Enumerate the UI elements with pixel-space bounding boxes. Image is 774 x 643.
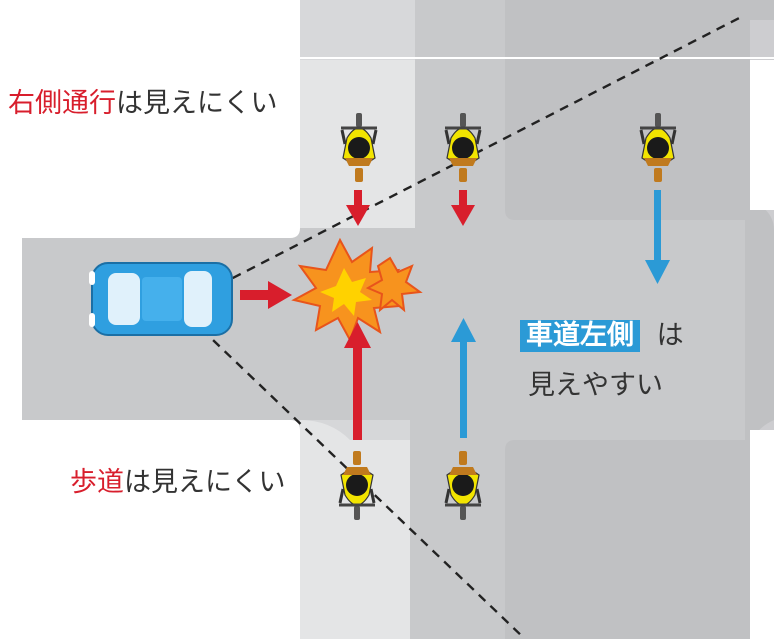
- collision-burst-icon: [291, 237, 423, 343]
- arrow-icon: [346, 190, 475, 226]
- arrow-icon: [344, 322, 371, 440]
- label-left-side: 車道左側 は: [520, 320, 684, 352]
- label-right-side-emphasis: 右側通行: [8, 88, 116, 119]
- car-icon: [89, 262, 233, 336]
- arrow-icon: [451, 318, 476, 438]
- label-sidewalk: 歩道は見えにくい: [70, 469, 285, 496]
- label-right-side: 右側通行は見えにくい: [8, 90, 277, 117]
- sidewalk-corner-bl: [300, 420, 410, 639]
- sidewalk-right-bottom: [750, 430, 774, 639]
- label-sidewalk-rest: は見えにくい: [124, 467, 286, 498]
- sidewalk-right-top: [750, 60, 774, 210]
- arrow-icon: [240, 281, 292, 309]
- label-sidewalk-emphasis: 歩道: [70, 467, 124, 498]
- label-left-side-line2: 見えやすい: [528, 370, 663, 401]
- label-right-side-rest: は見えにくい: [116, 88, 278, 119]
- label-left-side-rest-1: は: [656, 320, 684, 351]
- arrow-icon: [645, 190, 670, 284]
- label-left-side-badge: 車道左側: [520, 320, 640, 352]
- road-shade: [410, 0, 774, 639]
